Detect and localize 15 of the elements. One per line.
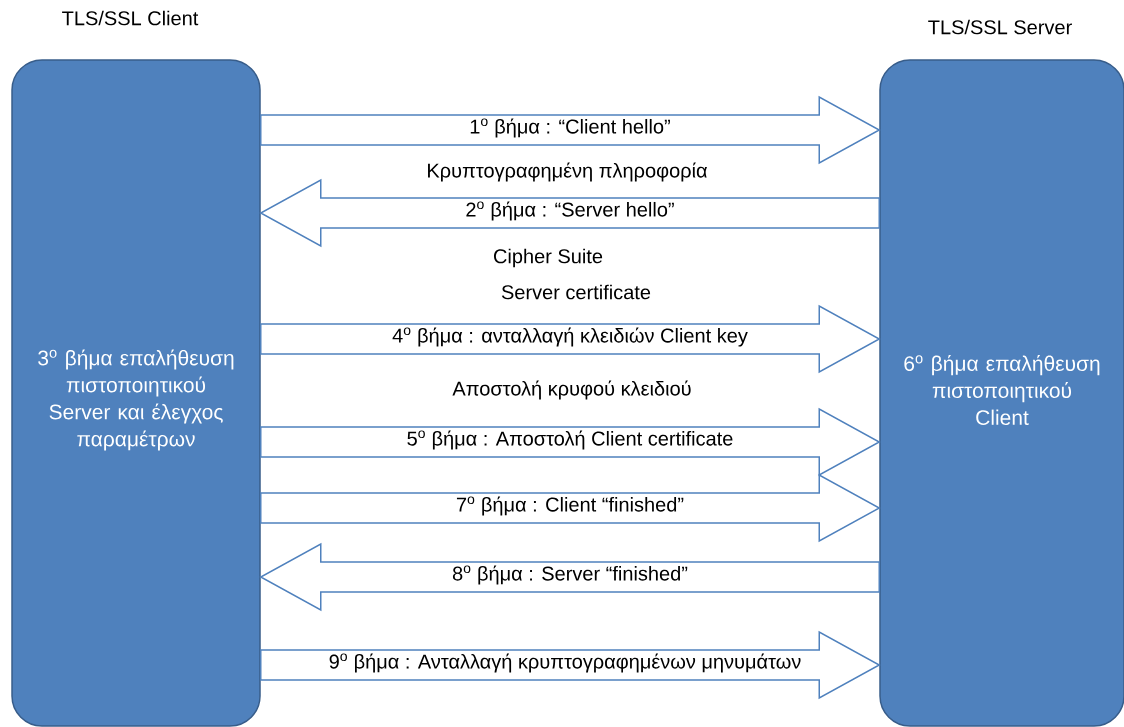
edge-label: 4$^{o}$ βήμα : ανταλλαγή κλειδιών Client key [391,326,749,348]
note-text: Αποστολή κρυφού κλειδιού [452,380,691,400]
edge-label: 2$^{o}$ βήμα : “Server hello” [464,200,676,222]
step-text: 6$^{o}$ βήμα επαλήθευση πιστοποιητικού Client [904,355,1100,425]
note-text: Κρυπτογραφημένη πληροφορία [428,162,707,182]
note-text: Cipher Suite [494,248,603,268]
step-text: 3$^{o}$ βήμα επαλήθευση πιστοποιητικού Server και έλεγχος παραμέτρων [38,349,234,451]
heading: TLS/SSL Client [62,10,199,26]
heading: TLS/SSL Server [928,19,1072,35]
note-text: Server certificate [501,284,651,300]
edge-label: 9$^{o}$ βήμα : Ανταλλαγή κρυπτογραφημένων μηνυμάτων [327,652,803,674]
edge-label: 8$^{o}$ βήμα : Server “finished” [451,564,689,586]
edge-label: 1$^{o}$ βήμα : “Client hello” [468,117,672,139]
edge-label: 5$^{o}$ βήμα : Αποστολή Client certificate [405,429,735,451]
edge-label: 7$^{o}$ βήμα : Client “finished” [454,495,686,517]
